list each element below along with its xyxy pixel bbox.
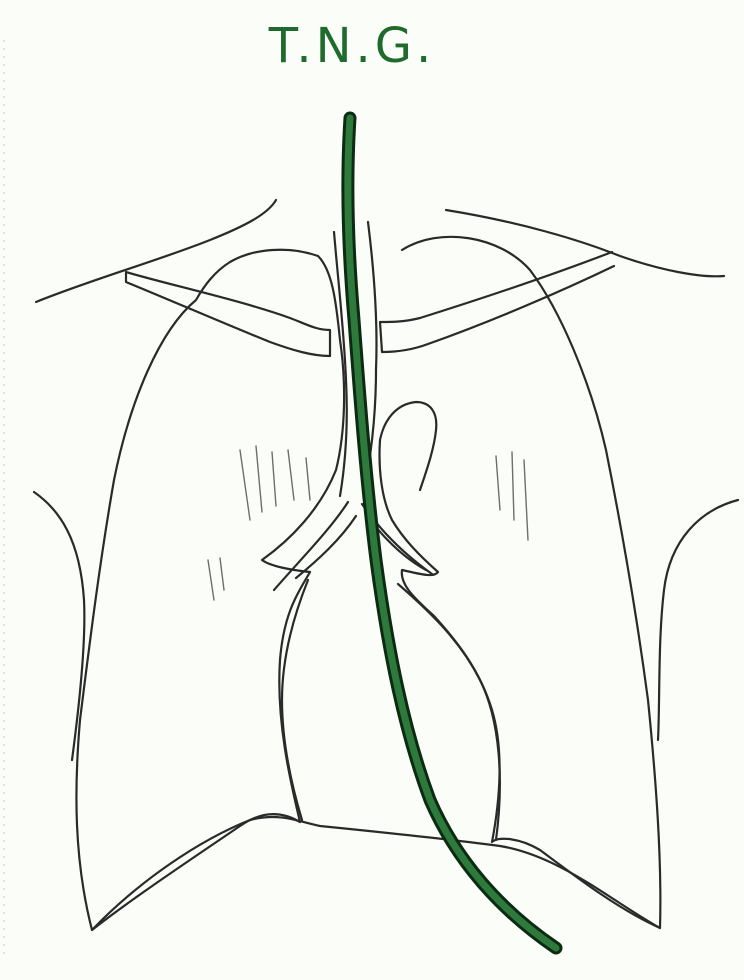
left-body-wall (34, 492, 84, 760)
shading-mid (208, 558, 224, 600)
diaphragm (92, 817, 660, 930)
shading-left (240, 446, 310, 520)
left-clavicle (126, 272, 330, 356)
right-clavicle (380, 252, 614, 352)
heart-border-right (398, 584, 500, 840)
right-lung (380, 237, 661, 928)
left-shoulder-line (36, 200, 276, 302)
heart-border-left (282, 580, 308, 820)
right-body-wall (658, 500, 738, 740)
nasogastric-tube-outline (348, 118, 556, 948)
shading-right (496, 452, 528, 540)
left-main-bronchus (274, 502, 356, 590)
